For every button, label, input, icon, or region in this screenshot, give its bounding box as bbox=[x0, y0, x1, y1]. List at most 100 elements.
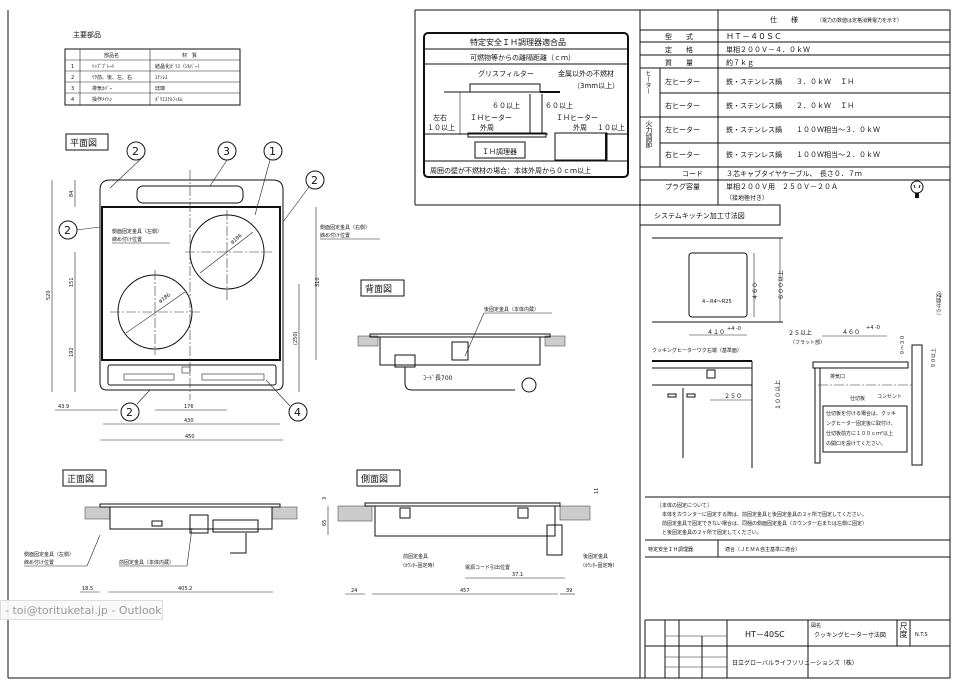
clearance-top-left: ６０以上 bbox=[492, 101, 520, 110]
part-name: 排気ｶﾊﾞｰ bbox=[92, 85, 113, 92]
spec-value-model: ＨＴ－４０ＳＣ bbox=[726, 32, 782, 41]
part-number: 1 bbox=[71, 64, 74, 70]
spec-header: 仕 様 bbox=[770, 15, 798, 24]
part-material: 琺瑯 bbox=[155, 85, 165, 92]
kitchen-partition-label: 仕切板 bbox=[850, 395, 865, 402]
callout-2: 2 bbox=[305, 170, 325, 190]
side-right-value: １０以上 bbox=[597, 123, 625, 132]
front-fixture-label: 前固定金具（本体内蔵） bbox=[119, 559, 174, 566]
plan-side-left-label: 側面固定金具（左側） bbox=[112, 228, 162, 235]
fixing-note: ［本体の固定について］ 本体をカウンターに固定する際は、前固定金具と後固定金具の… bbox=[645, 496, 950, 558]
spec-label-mass: 質 量 bbox=[665, 58, 693, 67]
appliance-label: ＩＨ調理器 bbox=[482, 147, 517, 156]
kitchen-h600: ６００以上 bbox=[777, 270, 785, 300]
kitchen-title: システムキッチン加工寸法図 bbox=[654, 211, 745, 220]
dim-3: 3 bbox=[322, 497, 328, 500]
side-view: 側面図 前固定金具 （ｶｳﾝﾀｰ固定時） 後固定金具 （ｶｳﾝﾀｰ固定時） 電源… bbox=[322, 469, 618, 595]
spec-label-cord: コード bbox=[682, 170, 703, 178]
fixing-note-line: 前固定金具で固定できない場合は、同梱の側面固定金具（カウンター右または左側に固定… bbox=[662, 520, 867, 527]
title-company: 日立グローバルライフソリューションズ（株） bbox=[732, 659, 858, 667]
spec-group-power-control: 火力調節 bbox=[645, 120, 653, 148]
dim-11: 11 bbox=[594, 488, 600, 494]
dim-520: 520 bbox=[46, 290, 52, 300]
grease-filter-label: グリスフィルター bbox=[478, 69, 534, 78]
callout-number: 3 bbox=[223, 145, 230, 158]
heater-left-perimeter: 外周 bbox=[480, 123, 494, 132]
front-side-fixture-position: 締め付け位置 bbox=[24, 559, 54, 566]
dim-39: 39 bbox=[566, 588, 572, 594]
title-model: HT－40SC bbox=[745, 630, 785, 639]
dim-310: 310 bbox=[315, 277, 321, 287]
dim-450: 450 bbox=[185, 434, 195, 440]
part-material: ﾎﾟﾘｴｽﾃﾙﾌｨﾙﾑ bbox=[155, 96, 183, 103]
title-scale: N.T.S bbox=[915, 632, 928, 638]
fixing-note-line: と後固定金具の２ヶ所で固定してください。 bbox=[662, 529, 762, 536]
heater-right-label: ＩＨヒーター bbox=[556, 113, 598, 122]
plan-side-right-position: 締め付け位置 bbox=[320, 232, 350, 239]
spec-label-right-heater: 右ヒーター bbox=[665, 101, 700, 110]
side-rear-fixture-note: （ｶｳﾝﾀｰ固定時） bbox=[580, 562, 618, 569]
parts-title: 主要部品 bbox=[73, 30, 101, 39]
partition-note-line: の開口を設けてください。 bbox=[826, 440, 886, 447]
parts-row: 4 操作ﾒｲﾊﾝ ﾎﾟﾘｴｽﾃﾙﾌｨﾙﾑ bbox=[71, 96, 183, 103]
spec-label-model: 型 式 bbox=[665, 32, 693, 41]
dim-24: 24 bbox=[351, 588, 357, 594]
plan-side-left-position: 締め付け位置 bbox=[112, 236, 142, 243]
spec-label-left-heater: 左ヒーター bbox=[665, 77, 700, 86]
partition-note-line: 仕切板前方に１００ｃｍ²以上 bbox=[826, 430, 893, 437]
spec-value-rating: 単相２００Ｖ－４．０ｋＷ bbox=[726, 45, 810, 54]
dim-43-9: 43.9 bbox=[58, 404, 69, 410]
partition-note-line: ングヒーター固定後に取付け、 bbox=[826, 420, 896, 427]
spec-plug-note: （接地極付き） bbox=[726, 194, 768, 202]
kitchen-flat-label: （フラット部） bbox=[790, 339, 825, 346]
dim-192: 192 bbox=[69, 347, 75, 357]
fixing-note-title: ［本体の固定について］ bbox=[657, 502, 712, 509]
callout-number: 2 bbox=[64, 224, 71, 237]
plan-side-right-label: 側面固定金具（右側） bbox=[320, 224, 370, 231]
side-rear-fixture-label: 後固定金具 bbox=[583, 553, 608, 560]
dim-37-1: 37.1 bbox=[512, 572, 523, 578]
taskbar-tooltip[interactable]: - toi@torituketai.jp - Outlook bbox=[0, 600, 163, 620]
partition-note-line: 仕切板を付ける場合は、クッキ bbox=[826, 410, 896, 417]
fixing-note-line: 本体をカウンターに固定する際は、前固定金具と後固定金具の２ヶ所で固定してください… bbox=[662, 511, 867, 518]
spec-value-plug: 単相２００Ｖ用 ２５０Ｖ－２０Ａ bbox=[726, 182, 838, 191]
spec-group-heater: ヒーター bbox=[644, 70, 651, 94]
plan-view: 平面図 φ186 φ186 2 3 1 2 2 2 4 側 bbox=[46, 133, 380, 441]
spec-label-plug: プラグ容量 bbox=[665, 182, 700, 191]
dim-405-2: 405.2 bbox=[178, 586, 192, 592]
kitchen-w460: ４６０ bbox=[842, 329, 860, 336]
spec-value-right-heater: 鉄・ステンレス鍋 ２．０ｋＷ ＩＨ bbox=[726, 101, 854, 110]
spec-value-cord: ３芯キャブタイヤケーブル、 長さ０．７ｍ bbox=[726, 169, 862, 178]
parts-header-name: 部品名 bbox=[104, 52, 119, 59]
spec-table: 仕 様 （電力の数値は定格消費電力を示す） 型 式 ＨＴ－４０ＳＣ 定 格 単相… bbox=[640, 10, 950, 205]
back-view: 背面図 ｺｰﾄﾞ長700 後固定金具（本体内蔵） bbox=[357, 279, 566, 393]
parts-row: 1 ﾄｯﾌﾟﾌﾟﾚｰﾄ 結晶化ｶﾞﾗｽ（ｼﾙﾊﾞｰ） bbox=[71, 63, 203, 70]
dim-430: 430 bbox=[184, 418, 194, 424]
title-scale-label: 尺度 bbox=[899, 622, 908, 638]
clearance-footer: 周囲の壁が不燃材の場合：本体外周から０ｃｍ以上 bbox=[430, 166, 591, 175]
side-left-value: １０以上 bbox=[427, 123, 455, 132]
plan-view-label: 平面図 bbox=[70, 138, 97, 149]
side-front-fixture-label: 前固定金具 bbox=[403, 553, 428, 560]
dim-457: 457 bbox=[460, 588, 470, 594]
callout-2: 2 bbox=[120, 402, 140, 422]
nonflammable-label: 金属以外の不燃材 bbox=[558, 69, 614, 78]
compliance-value: 適合（ＪＥＭＡ自主基準に適合） bbox=[725, 546, 800, 553]
spec-value-right-power: 鉄・ステンレス鍋 １００Ｗ相当～２．０ｋＷ bbox=[726, 150, 880, 159]
compliance-label: 特定安全ＩＨ調理器 bbox=[648, 546, 693, 553]
callout-number: 1 bbox=[269, 145, 276, 158]
part-name: ﾜｸ前、後、左、右 bbox=[92, 74, 132, 81]
nonflammable-note: （3mm以上） bbox=[573, 81, 619, 90]
plug-icon bbox=[910, 180, 924, 198]
parts-row: 3 排気ｶﾊﾞｰ 琺瑯 bbox=[71, 85, 165, 92]
dim-151: 151 bbox=[69, 277, 75, 287]
parts-table: 主要部品 部品名 材 質 1 ﾄｯﾌﾟﾌﾟﾚｰﾄ 結晶化ｶﾞﾗｽ（ｼﾙﾊﾞｰ） … bbox=[64, 30, 241, 106]
callout-2: 2 bbox=[58, 220, 78, 240]
callout-number: 4 bbox=[294, 406, 301, 419]
kitchen-outlet-label: コンセント bbox=[877, 394, 902, 400]
spec-value-mass: 約７ｋｇ bbox=[726, 58, 754, 67]
side-view-label: 側面図 bbox=[361, 473, 388, 485]
kitchen-d9-30: ９～３０ bbox=[900, 335, 906, 355]
heater-left-label: ＩＨヒーター bbox=[470, 113, 512, 122]
kitchen-w410: ４１０ bbox=[707, 329, 725, 336]
